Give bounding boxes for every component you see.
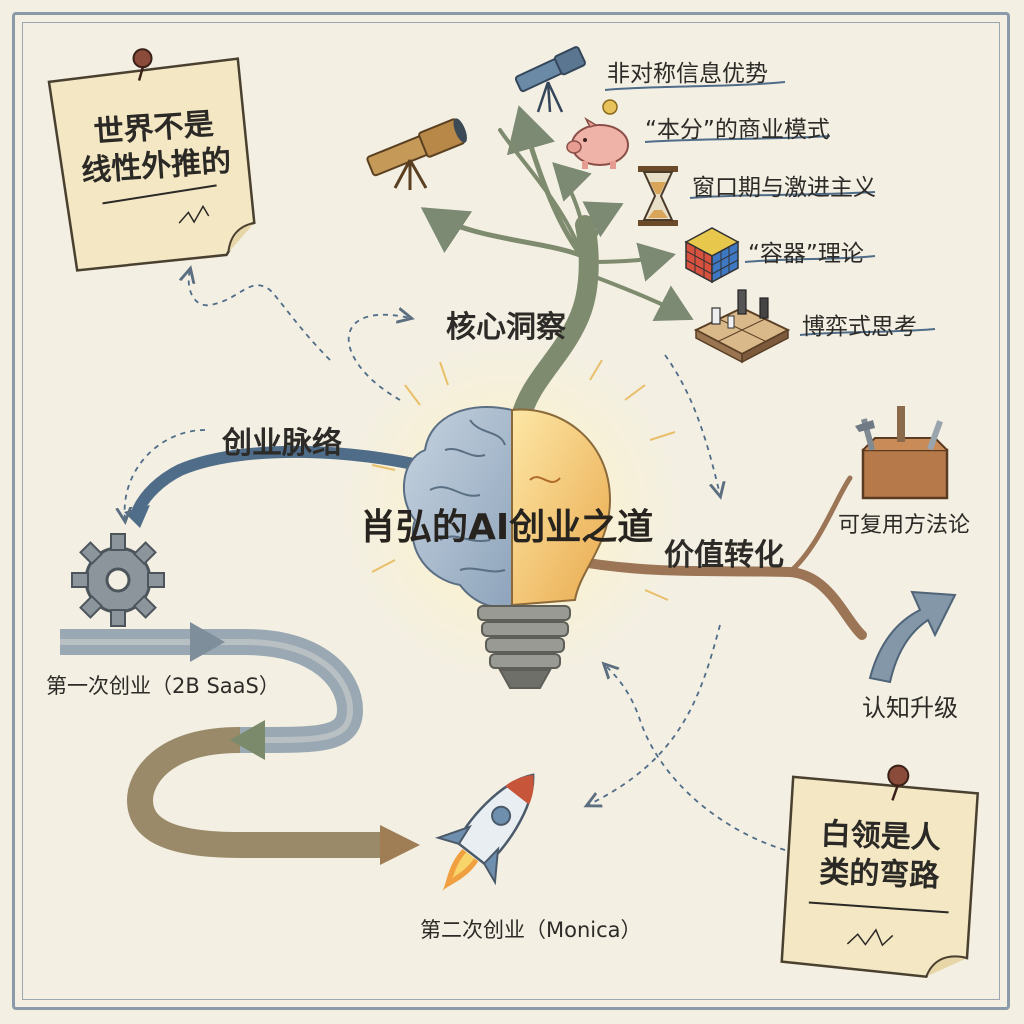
gear-icon: [71, 533, 165, 627]
insight-label-1: 非对称信息优势: [607, 61, 768, 87]
sticky-note-top-left: [47, 48, 256, 272]
hourglass-icon: [638, 166, 678, 226]
insight-branches: [420, 105, 694, 430]
dashed-connectors: [125, 270, 786, 851]
telescope-large-icon: [366, 118, 467, 177]
rocket-icon: [434, 773, 535, 892]
rubiks-cube-icon: [684, 227, 740, 284]
inner-frame: [22, 22, 1000, 1000]
telescope-icon: [514, 46, 586, 93]
branch-label-value: 价值转化: [664, 538, 784, 573]
value-item-methodology: 可复用方法论: [838, 513, 971, 538]
branch-label-history: 创业脉络: [222, 426, 342, 461]
insight-label-4: “容器”理论: [748, 241, 864, 267]
sticky-note-bottom-right: [780, 764, 980, 979]
insight-label-2: “本分”的商业模式: [645, 117, 830, 143]
brain-graphic: [402, 406, 513, 609]
tripod-large: [393, 159, 428, 190]
insight-label-5: 博弈式思考: [802, 314, 917, 340]
bulb-base: [477, 605, 571, 689]
piggy-bank-icon: [566, 99, 629, 169]
arrow-head-2: [230, 720, 265, 760]
value-item-upgrade: 认知升级: [862, 694, 958, 722]
central-title: 肖弘的AI创业之道: [360, 507, 654, 548]
upgrade-arrow: [868, 590, 957, 684]
lightbulb-graphic: [511, 408, 612, 607]
outer-frame: [12, 12, 1010, 1010]
note-text-top-left: 世界不是 线性外推的: [80, 106, 233, 190]
venture-second-label: 第二次创业（Monica）: [420, 918, 642, 942]
insight-label-3: 窗口期与激进主义: [692, 175, 876, 201]
toolbox-icon: [855, 406, 949, 500]
arrow-head-3: [380, 825, 420, 865]
glow-rays: [371, 359, 676, 601]
tripod-small: [536, 81, 564, 113]
underline-squiggles: [604, 81, 936, 336]
branch-label-insight: 核心洞察: [446, 310, 566, 345]
arrow-head-1: [190, 622, 225, 662]
note-text-bottom-right: 白领是人 类的弯路: [818, 816, 942, 895]
journey-arrow: [60, 629, 380, 858]
chessboard-icon: [693, 289, 791, 364]
venture-first-label: 第一次创业（2B SaaS）: [46, 674, 280, 698]
value-branch: [565, 555, 867, 640]
